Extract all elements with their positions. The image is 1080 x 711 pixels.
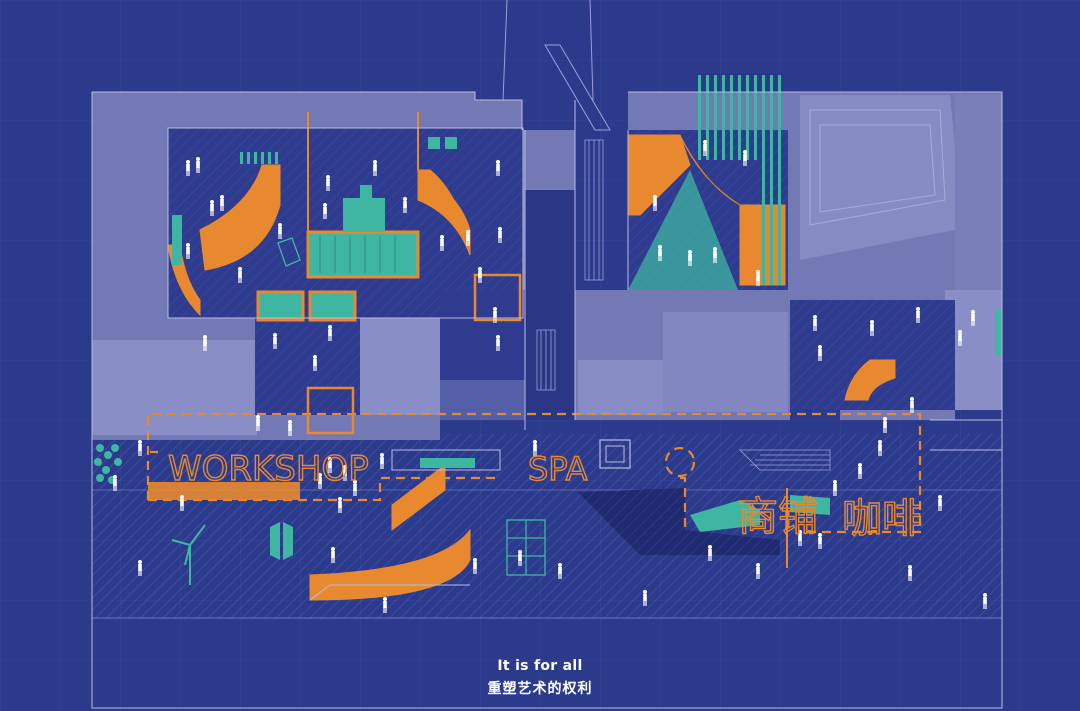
orange-posts (307, 112, 788, 568)
workshop-label: WORKSHOP (168, 449, 369, 489)
shop-label: 商铺 (738, 494, 818, 540)
orange-walls (167, 134, 896, 601)
caption-english: It is for all (497, 658, 583, 674)
wind-turbine-icon (171, 524, 206, 585)
workshop-platform (148, 482, 300, 500)
escalators (536, 139, 831, 471)
teal-elements (94, 75, 1001, 560)
shop-terrain (578, 488, 780, 555)
teal-lines (277, 237, 546, 576)
caption-chinese: 重塑艺术的权利 (487, 681, 593, 697)
cafe-label: 咖啡 (842, 496, 922, 542)
route-dashed-line (146, 412, 922, 534)
spa-label: SPA (528, 450, 588, 488)
display-cases (256, 230, 631, 469)
building-outlines (91, 91, 1003, 709)
street-plaza (92, 434, 1002, 619)
